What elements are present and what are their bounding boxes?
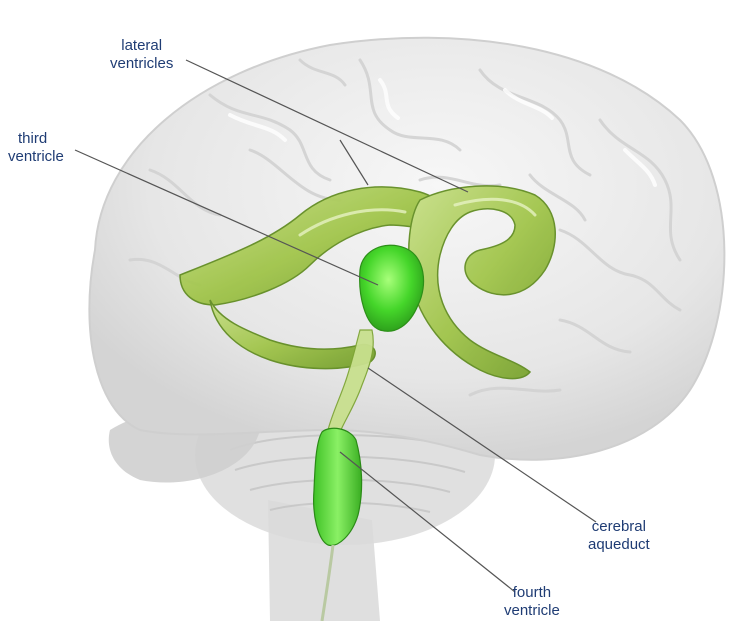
label-lateral-ventricles-line2: ventricles xyxy=(110,55,173,73)
label-third-ventricle-line1: third xyxy=(8,130,64,148)
label-cerebral-aqueduct-line1: cerebral xyxy=(588,518,650,536)
label-lateral-ventricles: lateral ventricles xyxy=(110,37,173,73)
label-third-ventricle-line2: ventricle xyxy=(8,148,64,166)
label-fourth-ventricle: fourth ventricle xyxy=(504,584,560,620)
label-fourth-ventricle-line1: fourth xyxy=(504,584,560,602)
label-third-ventricle: third ventricle xyxy=(8,130,64,166)
label-cerebral-aqueduct-line2: aqueduct xyxy=(588,536,650,554)
label-lateral-ventricles-line1: lateral xyxy=(110,37,173,55)
label-fourth-ventricle-line2: ventricle xyxy=(504,602,560,620)
label-cerebral-aqueduct: cerebral aqueduct xyxy=(588,518,650,554)
